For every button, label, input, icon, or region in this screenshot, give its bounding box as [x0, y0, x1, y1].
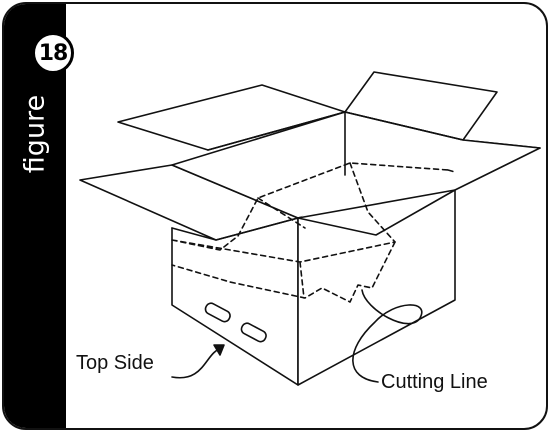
top-side-arrowhead	[214, 345, 224, 355]
box-right-face	[298, 190, 455, 385]
top-side-pointer	[172, 348, 222, 378]
cutting-line-label: Cutting Line	[381, 371, 488, 394]
top-side-label: Top Side	[76, 352, 154, 375]
